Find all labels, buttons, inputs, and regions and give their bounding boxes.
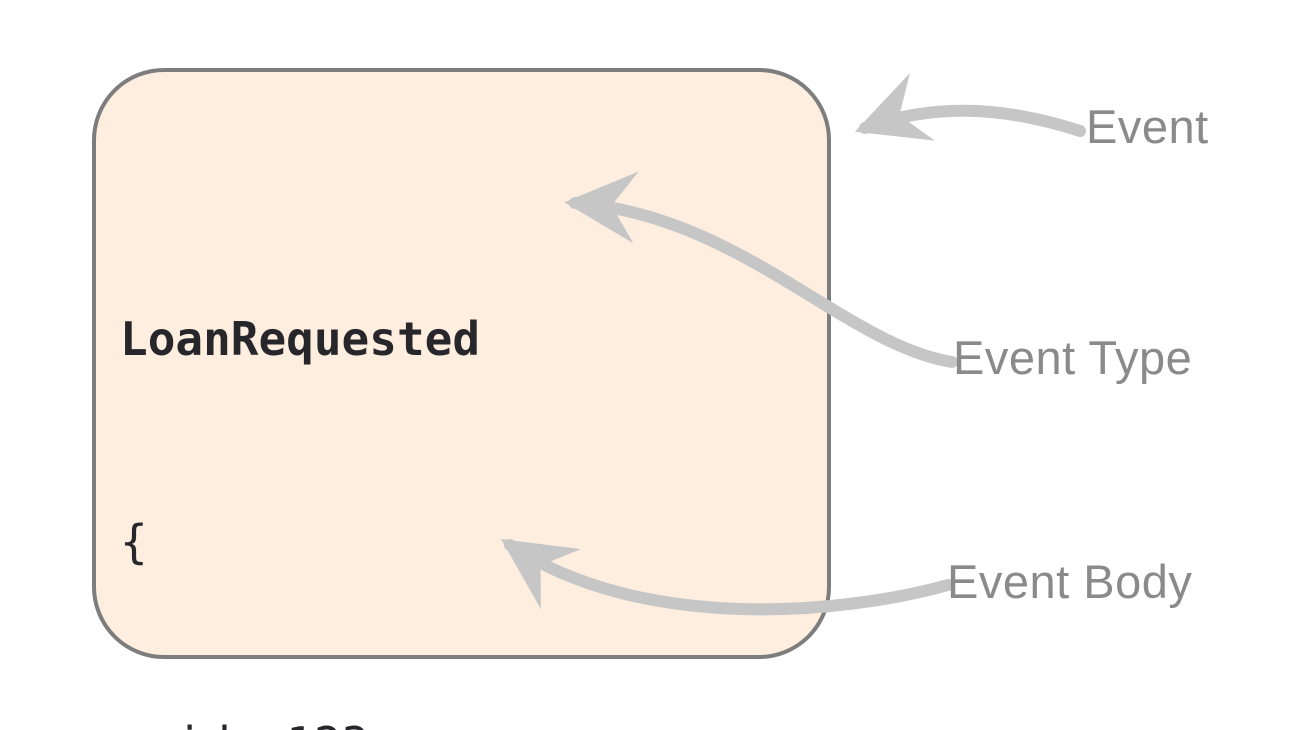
- event-code-block: LoanRequested { id: 123, amount: 100, bo…: [120, 171, 757, 730]
- event-body-label: Event Body: [947, 555, 1193, 608]
- event-body-line: {: [120, 514, 148, 569]
- event-label: Event: [1086, 100, 1209, 153]
- event-body-line: id: 123,: [120, 711, 757, 730]
- event-arrow: [854, 73, 1086, 141]
- event-type-label: Event Type: [953, 331, 1193, 384]
- event-type-name: LoanRequested: [120, 312, 481, 366]
